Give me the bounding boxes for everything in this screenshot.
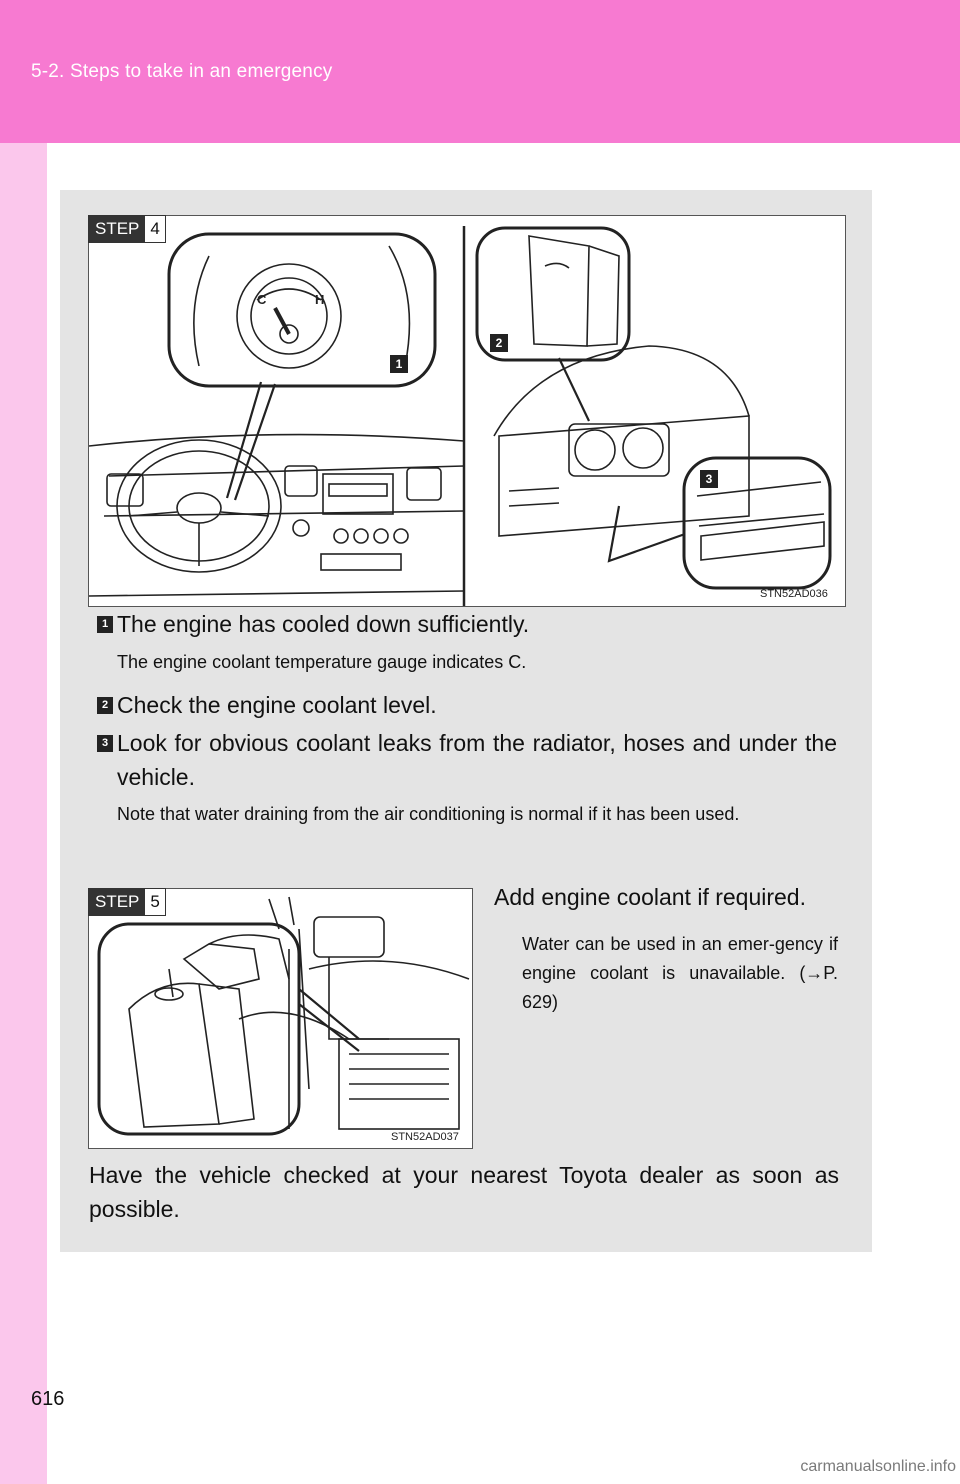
item-note-3: Note that water draining from the air co… — [117, 804, 740, 824]
header-band — [0, 0, 960, 143]
section-title: 5-2. Steps to take in an emergency — [31, 61, 333, 82]
item-text-3: Look for obvious coolant leaks from the … — [117, 730, 837, 790]
step5-heading: Add engine coolant if required. — [494, 884, 806, 910]
page-number: 616 — [31, 1388, 65, 1410]
gauge-cold-label: C — [257, 292, 267, 307]
item-marker-2: 2 — [97, 697, 113, 714]
gauge-hot-label: H — [315, 292, 324, 307]
callout-3: 3 — [700, 470, 718, 488]
step4-figure-code: STN52AD036 — [760, 588, 828, 600]
step5-tag: STEP 5 — [88, 888, 166, 916]
item-marker-1: 1 — [97, 616, 113, 633]
step5-tag-number: 5 — [150, 892, 160, 911]
step5-figure-code: STN52AD037 — [391, 1131, 459, 1143]
side-band — [0, 143, 47, 1484]
coolant-refill-illustration — [97, 896, 470, 1136]
callout-2: 2 — [490, 334, 508, 352]
step4-illustration: C H — [88, 215, 846, 607]
step5-note: Water can be used in an emer-gency if en… — [522, 934, 838, 1012]
footer-text: Have the vehicle checked at your nearest… — [89, 1162, 839, 1222]
item-text-2: Check the engine coolant level. — [117, 692, 437, 718]
step4-tag-label: STEP — [89, 216, 146, 242]
item-text-1: The engine has cooled down sufficiently. — [117, 611, 530, 637]
callout-1: 1 — [390, 355, 408, 373]
step5-illustration — [88, 888, 473, 1149]
step4-tag-number: 4 — [150, 219, 160, 238]
item-note-1: The engine coolant temperature gauge ind… — [117, 652, 527, 672]
dashboard-engine-illustration: C H — [89, 226, 832, 606]
item-marker-3: 3 — [97, 735, 113, 752]
step4-tag: STEP 4 — [88, 215, 166, 243]
step5-tag-label: STEP — [89, 889, 146, 915]
watermark: carmanualsonline.info — [800, 1458, 956, 1475]
